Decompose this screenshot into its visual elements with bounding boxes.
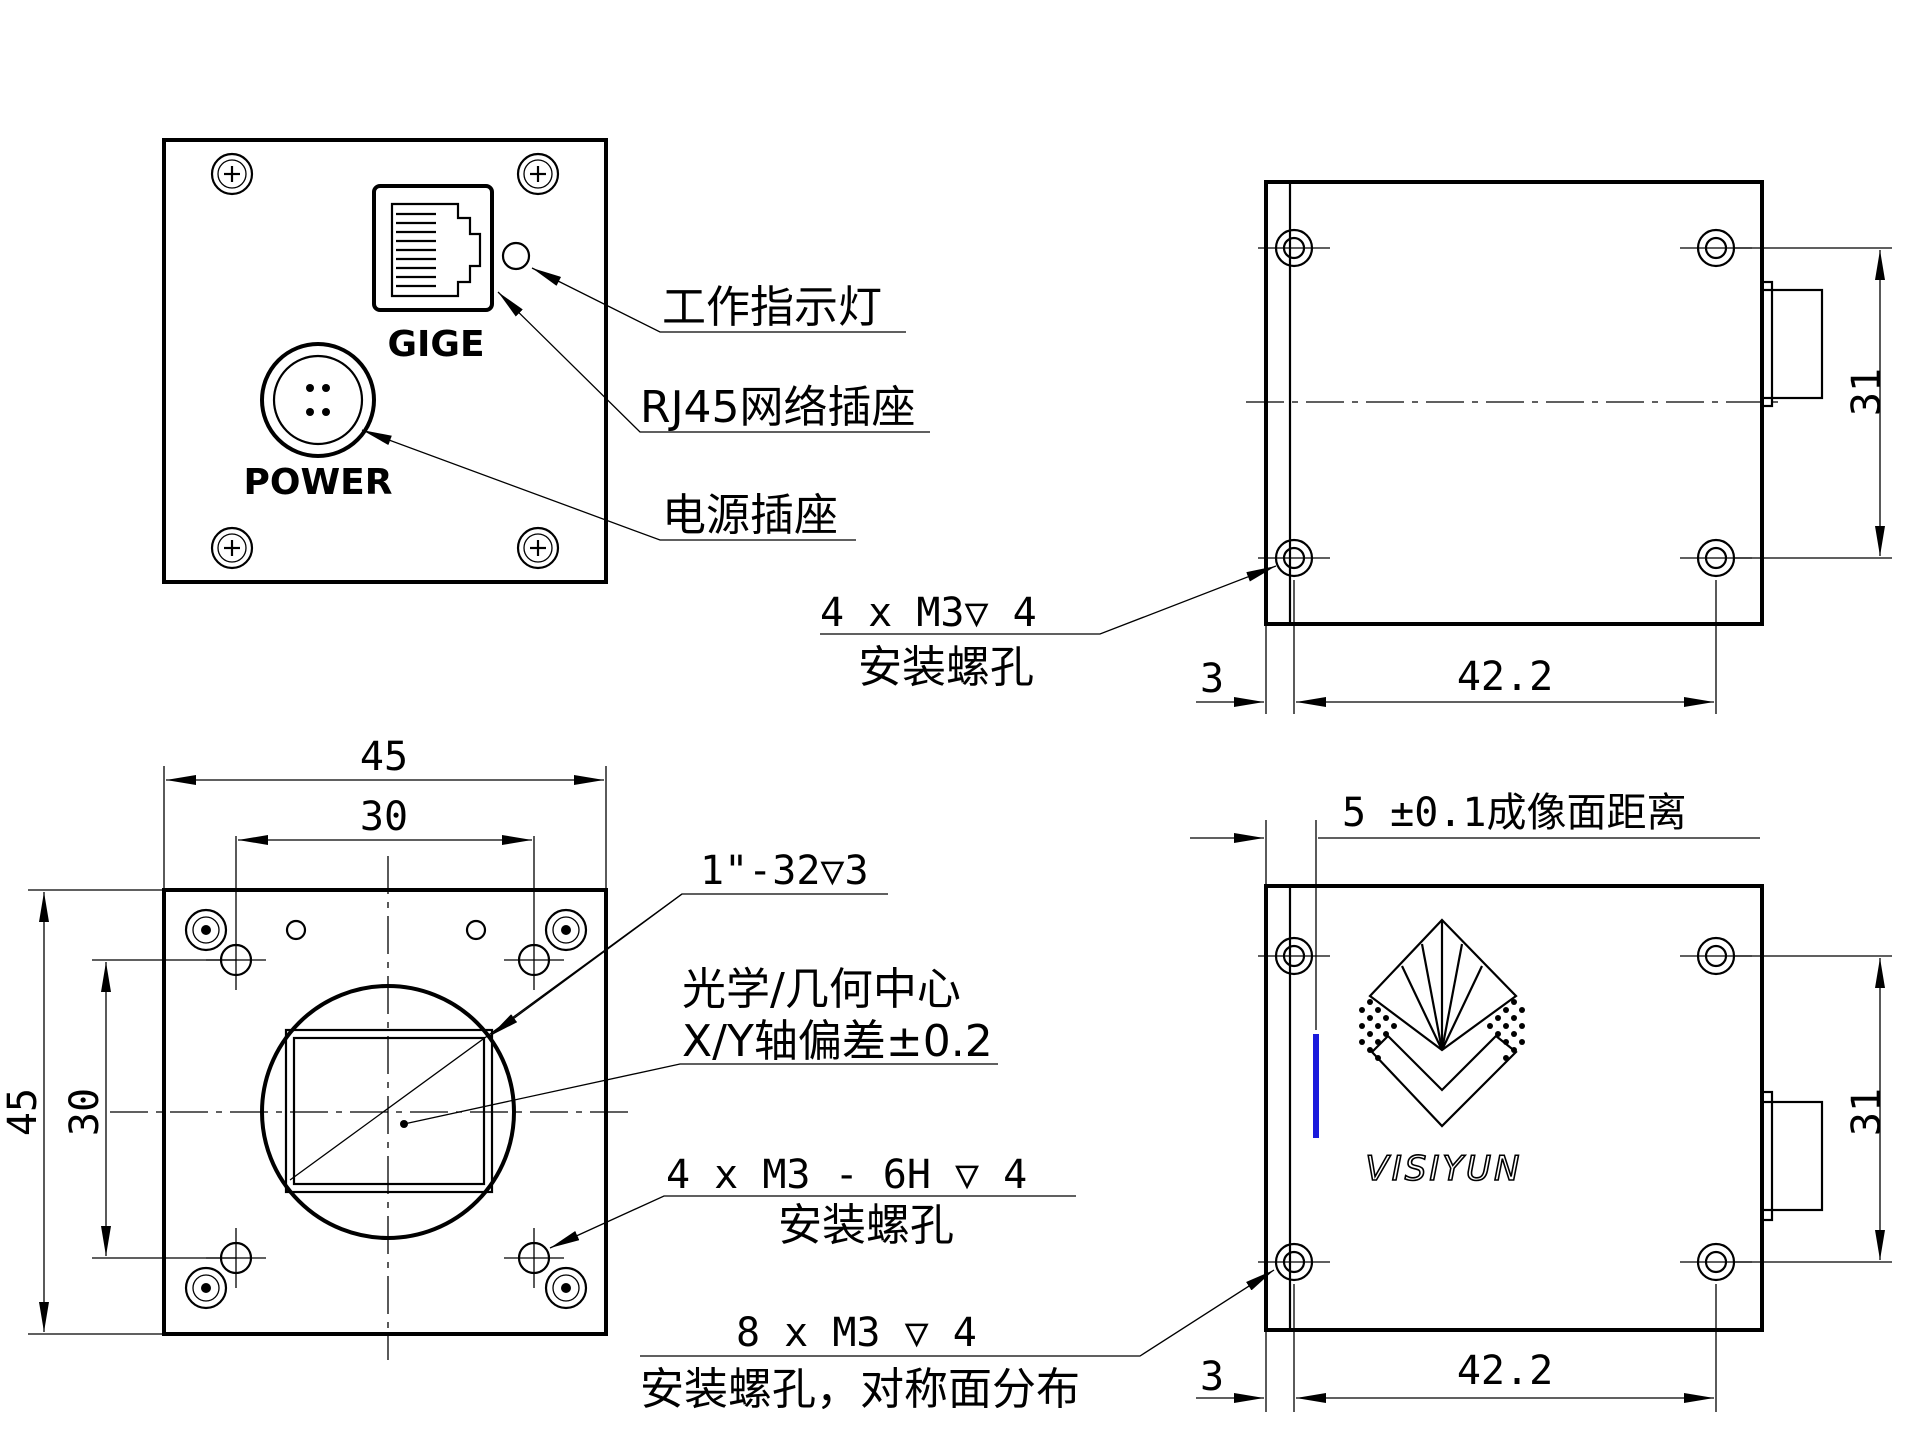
front-hole-desc-label: 安装螺孔: [778, 1200, 954, 1251]
rear-panel-view: GIGE POWER 工作指示灯 RJ45网络插座 电源插座: [162, 138, 930, 584]
screw-icon: [544, 1266, 588, 1310]
dim-height-31-b: 31: [1844, 1088, 1890, 1136]
rear-panel-outline: [162, 138, 608, 584]
side-view-top: 31 4 x M3▽ 4 安装螺孔 3 42.2: [820, 180, 1892, 714]
connector-base: [1760, 280, 1774, 408]
side-body-outline-2: [1264, 884, 1764, 1332]
indicator-callout: 工作指示灯: [531, 267, 906, 333]
power-socket-label: 电源插座: [662, 490, 838, 541]
dim-length-42-b: 42.2: [1457, 1348, 1553, 1394]
brand-text: VISIYUN: [1366, 1149, 1523, 1189]
power-connector-icon: [260, 342, 376, 458]
connector-base-2: [1760, 1090, 1774, 1222]
mount-hole-icon: [504, 836, 564, 990]
thread-spec-label: 1"-32▽3: [700, 848, 869, 894]
power-callout: 电源插座: [361, 429, 856, 541]
rj45-callout: RJ45网络插座: [497, 291, 930, 433]
front-view: 45 30 45 30 1"-32▽3 光学/几何中心 X/Y轴偏差±0.2 4…: [0, 734, 1076, 1360]
dim-inner-height-30: 30: [62, 1088, 108, 1136]
axis-tolerance-label: X/Y轴偏差±0.2: [682, 1016, 993, 1067]
dim-offset-3-b: 3: [1200, 1354, 1224, 1400]
side-hole-desc-label: 安装螺孔，对称面分布: [640, 1364, 1080, 1415]
screw-icon: [516, 152, 560, 196]
screw-icon: [544, 908, 588, 952]
pin-hole-icon: [285, 919, 307, 941]
mount-hole-icon: [504, 1228, 564, 1288]
gige-label: GIGE: [387, 324, 484, 365]
front-hole-spec-label: 4 x M3 - 6H ▽ 4: [666, 1152, 1027, 1198]
hole-desc-label: 安装螺孔: [858, 642, 1034, 693]
power-label: POWER: [243, 462, 392, 503]
mount-hole-icon: [1258, 1242, 1330, 1282]
dim-outer-height-45: 45: [0, 1088, 46, 1136]
dim-height-31: 31: [1844, 368, 1890, 416]
sensor-window: [284, 1028, 494, 1194]
side-hole-spec-label: 8 x M3 ▽ 4: [736, 1310, 977, 1356]
visiyun-logo-icon: VISIYUN: [1359, 918, 1525, 1190]
mount-hole-icon: [1680, 1242, 1752, 1282]
dim-length-42: 42.2: [1457, 654, 1553, 700]
rj45-socket-label: RJ45网络插座: [640, 382, 916, 433]
pin-hole-icon: [465, 919, 487, 941]
mount-hole-icon: [1258, 936, 1330, 976]
indicator-light-label: 工作指示灯: [662, 282, 882, 333]
optical-center-label: 光学/几何中心: [682, 964, 961, 1015]
side-view-bottom: VISIYUN 5 ±0.1成像面距离 31 3 42.2 8 x M3 ▽ 4…: [640, 790, 1892, 1415]
dim-outer-width-45: 45: [360, 734, 408, 780]
mount-hole-icon: [1258, 538, 1330, 578]
screw-icon: [184, 1266, 228, 1310]
dim-offset-3: 3: [1200, 656, 1224, 702]
flange-distance-label: 5 ±0.1成像面距离: [1342, 790, 1687, 836]
screw-icon: [516, 526, 560, 570]
screw-icon: [184, 908, 228, 952]
rj45-port-icon: [372, 184, 494, 312]
dim-inner-width-30: 30: [360, 794, 408, 840]
mount-hole-icon: [1258, 228, 1330, 268]
screw-icon: [210, 152, 254, 196]
screw-icon: [210, 526, 254, 570]
indicator-led-icon: [501, 241, 531, 271]
hole-spec-label: 4 x M3▽ 4: [820, 590, 1037, 636]
